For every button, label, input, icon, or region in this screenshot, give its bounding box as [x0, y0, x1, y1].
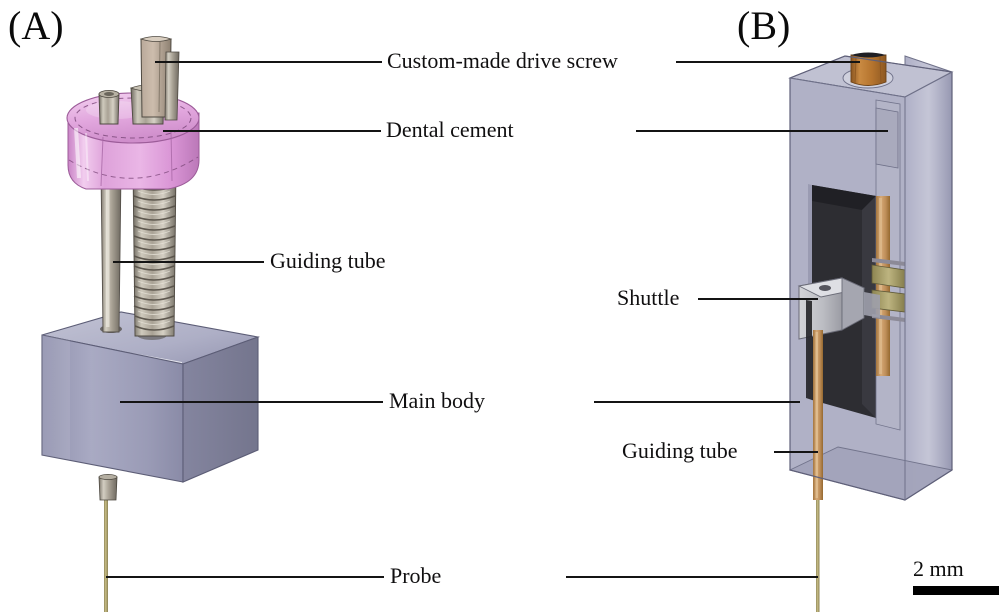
drive-screw-shaft-b [876, 196, 890, 376]
guiding-tube-b [813, 330, 823, 500]
shuttle-b [797, 277, 880, 340]
drive-screw-threads-a [132, 167, 177, 337]
probe-shaft-b [816, 500, 820, 612]
brass-nut-rings-b [871, 258, 906, 322]
dental-cement-a [66, 92, 200, 190]
socket-post-a [98, 90, 120, 125]
main-body-right-face [182, 336, 259, 483]
main-body-top-face [41, 311, 261, 365]
main-body-front-face [41, 334, 184, 483]
label-guiding-tube-b: Guiding tube [622, 438, 738, 463]
upper-collar-b [875, 107, 899, 169]
label-probe: Probe [390, 563, 442, 588]
label-shuttle: Shuttle [617, 285, 680, 310]
panel-letter-a: (A) [8, 3, 64, 48]
custom-drive-screw-b [842, 52, 894, 89]
panel-letter-b: (B) [737, 3, 791, 48]
panel-b-device [788, 52, 954, 612]
housing-right-slab [904, 55, 953, 501]
label-dental-cement: Dental cement [386, 117, 514, 142]
drive-screw-head-block-a [129, 84, 166, 125]
label-custom-drive-screw: Custom-made drive screw [387, 48, 618, 73]
label-guiding-tube-a: Guiding tube [270, 248, 386, 273]
guiding-tube-a [100, 170, 122, 333]
probe-shaft-a [104, 498, 108, 612]
label-main-body: Main body [389, 388, 485, 413]
scale-bar [913, 586, 999, 595]
scale-bar-label: 2 mm [913, 556, 964, 581]
custom-drive-screw-a [139, 36, 180, 121]
internal-cavity [812, 185, 876, 418]
panel-a-device [41, 36, 261, 612]
housing-top-face [788, 55, 954, 98]
housing-front-wall [789, 77, 906, 501]
